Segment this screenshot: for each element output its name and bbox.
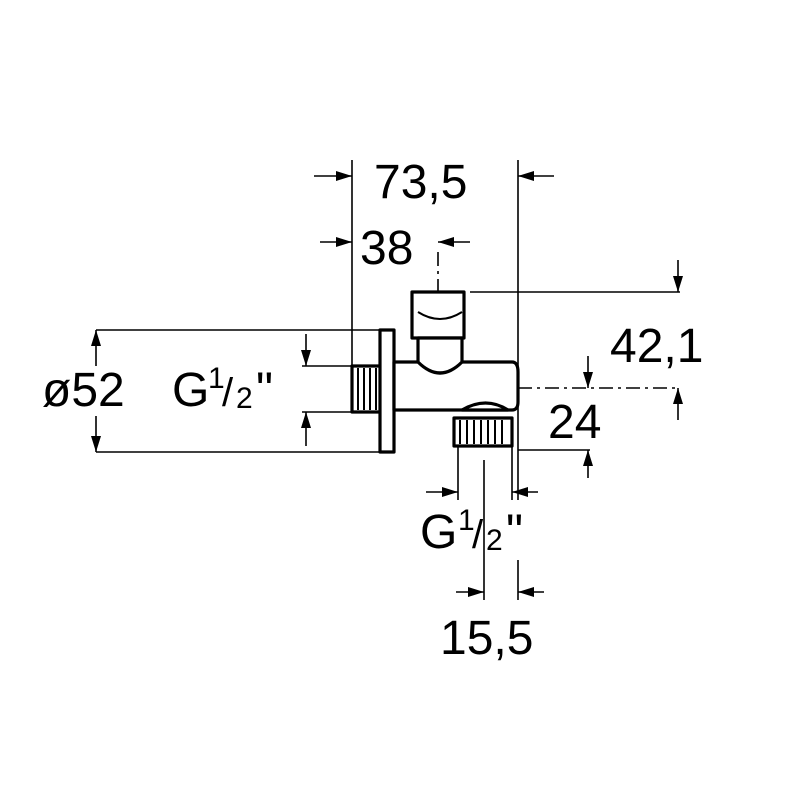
valve-body [350, 290, 520, 454]
dimension-outlet-thread: G 1 / 2 " [420, 487, 538, 559]
dimension-handle-offset: 38 [320, 222, 470, 275]
outlet-thread-letter: G [420, 506, 457, 559]
dimension-label-73-5: 73,5 [374, 156, 467, 209]
dimension-overall-width: 73,5 [314, 156, 554, 209]
dimension-outlet-offset: 24 [548, 356, 601, 478]
inlet-thread-quote: " [256, 364, 273, 417]
dimension-flange-diameter: ø52 [42, 330, 125, 452]
dimension-outlet-spacing: 15,5 [440, 560, 544, 665]
extension-lines [96, 160, 680, 600]
dimension-inlet-thread: G 1 / 2 " [172, 334, 311, 446]
outlet-thread-numerator: 1 [458, 504, 475, 537]
outlet-thread-quote: " [506, 506, 523, 559]
inlet-thread-letter: G [172, 364, 209, 417]
dimension-label-42-1: 42,1 [610, 320, 703, 373]
outlet-thread-denominator: 2 [486, 524, 503, 557]
inlet-thread-slash: / [222, 371, 234, 415]
dimension-label-38: 38 [360, 222, 413, 275]
dimension-label-15-5: 15,5 [440, 612, 533, 665]
inlet-thread-denominator: 2 [236, 382, 253, 415]
inlet-thread-numerator: 1 [208, 362, 225, 395]
dimension-label-flange-diameter: ø52 [42, 364, 125, 417]
outlet-thread-slash: / [472, 513, 484, 557]
dimension-handle-height: 42,1 [610, 260, 703, 420]
dimension-label-24: 24 [548, 396, 601, 449]
